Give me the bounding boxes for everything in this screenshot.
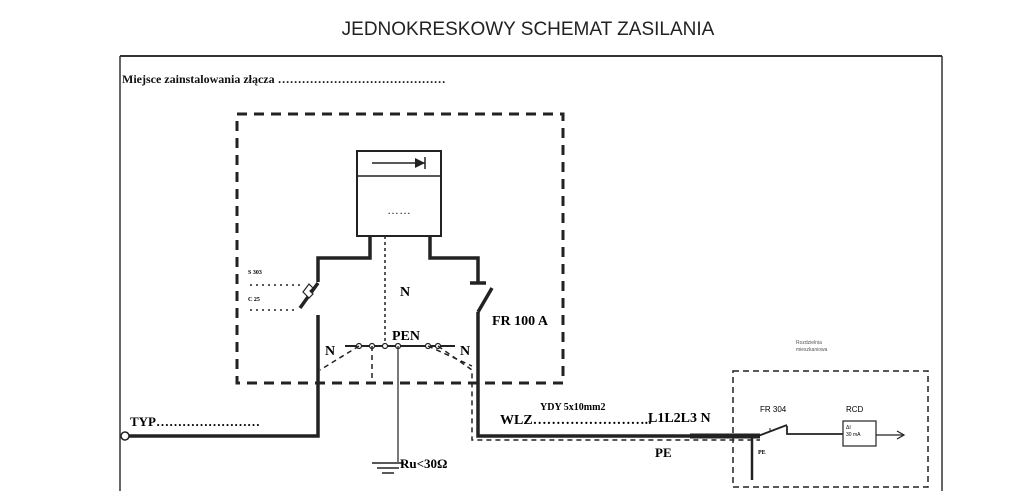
s303-label: S 303 [248,270,262,276]
ground-icon [372,462,404,474]
fr304-label: FR 304 [760,405,787,414]
c25-label: C 25 [248,297,260,303]
n-center-label: N [400,285,410,300]
fr100-label: FR 100 A [492,314,549,329]
terminal-icon [120,431,130,441]
dist-board-label-1: Rozdzielnia [796,340,822,346]
wiring [125,236,760,439]
rcd-label: RCD [846,405,864,414]
connection-box [235,112,565,385]
rcd-delta-label: ΔI [846,425,851,431]
rcd-current-label: 30 mA [846,432,861,438]
phases-label: L1L2L3 N [648,411,711,426]
pe-label: PE [655,445,672,460]
outer-frame [119,55,943,491]
rcd-box [842,420,877,447]
pen-label: PEN [392,329,420,344]
meter-dots: …… [387,203,411,217]
dist-board-label-2: mieszkaniowa [796,347,828,353]
ground-resistance-label: Ru<30Ω [400,456,447,471]
pen-connections [319,345,760,441]
breaker-leaders [250,284,302,311]
installation-place-label: Miejsce zainstalowania złącza …………………………… [122,72,446,86]
typ-label: TYP…………………… [130,414,260,429]
n-left-label: N [325,344,335,359]
diagram-title: JEDNOKRESKOWY SCHEMAT ZASILANIA [342,19,715,40]
wlz-label: WLZ…………………….. [500,413,652,428]
pe-small-label: PE [758,450,766,456]
fr304-switch-icon [757,424,843,437]
distribution-board-box [732,370,929,488]
breaker-actuator-icon [302,283,314,299]
n-right-label: N [460,344,470,359]
output-arrow-icon [876,430,906,440]
cable-type-label: YDY 5x10mm2 [540,402,605,413]
energy-meter: …… [356,150,442,237]
